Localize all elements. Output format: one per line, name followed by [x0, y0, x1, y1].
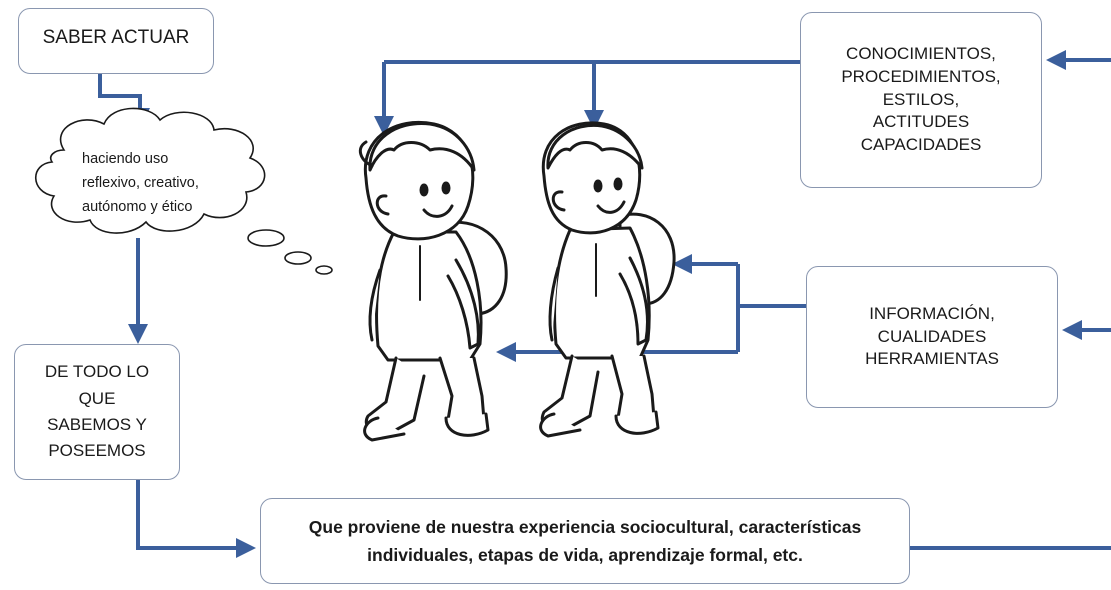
informacion-box: INFORMACIÓN, CUALIDADES HERRAMIENTAS: [806, 266, 1058, 408]
experiencia-label: Que proviene de nuestra experiencia soci…: [308, 517, 862, 565]
de-todo-box: DE TODO LO QUE SABEMOS Y POSEEMOS: [14, 344, 180, 480]
experiencia-box: Que proviene de nuestra experiencia soci…: [260, 498, 910, 584]
de-todo-label: DE TODO LO QUE SABEMOS Y POSEEMOS: [44, 362, 150, 461]
walking-child-icon: [358, 120, 508, 442]
conocimientos-box: CONOCIMIENTOS, PROCEDIMIENTOS, ESTILOS, …: [800, 12, 1042, 188]
saber-actuar-box: SABER ACTUAR: [18, 8, 214, 74]
conocimientos-label: CONOCIMIENTOS, PROCEDIMIENTOS, ESTILOS, …: [841, 43, 1001, 155]
saber-actuar-label: SABER ACTUAR: [42, 27, 190, 48]
arrow-todo-to-expr: [136, 480, 256, 558]
walking-child-icon: [539, 121, 676, 438]
informacion-label: INFORMACIÓN, CUALIDADES HERRAMIENTAS: [865, 303, 999, 369]
cloud-text: haciendo uso reflexivo, creativo, autóno…: [82, 151, 199, 215]
